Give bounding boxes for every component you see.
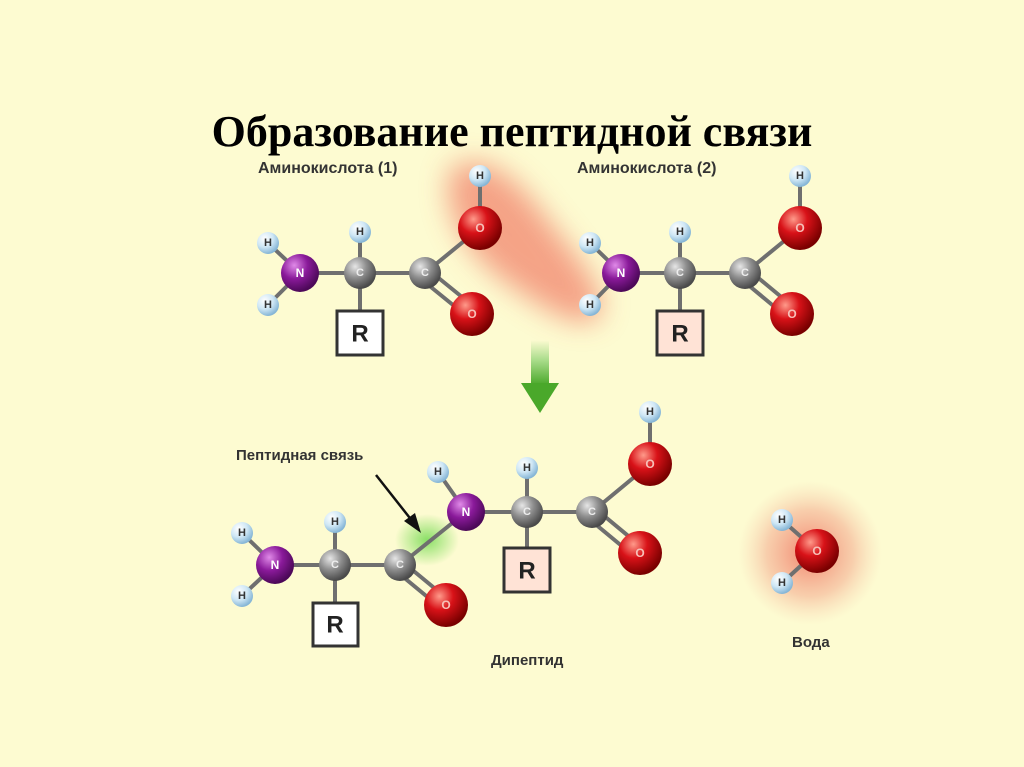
reaction-arrow bbox=[521, 340, 559, 413]
svg-text:H: H bbox=[356, 226, 364, 238]
svg-text:O: O bbox=[645, 457, 654, 471]
svg-text:H: H bbox=[646, 406, 654, 418]
svg-text:C: C bbox=[741, 267, 749, 279]
svg-text:O: O bbox=[635, 546, 644, 560]
svg-text:H: H bbox=[778, 577, 786, 589]
svg-text:N: N bbox=[617, 266, 626, 280]
water-molecule: O H H bbox=[771, 509, 839, 594]
svg-text:H: H bbox=[238, 590, 246, 602]
amino-acid-1: R H H H N C C O O H bbox=[257, 165, 502, 357]
svg-text:O: O bbox=[441, 598, 450, 612]
r-group-box bbox=[311, 601, 360, 648]
svg-text:C: C bbox=[523, 506, 531, 518]
slide-title: Образование пептидной связи bbox=[211, 107, 813, 156]
dipeptide: R R H H H N C C O H N H C C O O H bbox=[231, 401, 672, 648]
r-group-box bbox=[502, 546, 552, 594]
svg-text:H: H bbox=[434, 466, 442, 478]
svg-text:R: R bbox=[518, 558, 535, 585]
peptide-bond-pointer bbox=[375, 474, 421, 533]
svg-text:O: O bbox=[467, 307, 476, 321]
peptide-bond-highlight bbox=[395, 514, 459, 566]
amino-acid-2: R H H H N C C O O H bbox=[579, 165, 822, 357]
svg-text:O: O bbox=[787, 307, 796, 321]
amino-acid-1-label: Аминокислота (1) bbox=[258, 160, 397, 177]
svg-text:H: H bbox=[331, 516, 339, 528]
svg-text:O: O bbox=[812, 544, 821, 558]
svg-text:O: O bbox=[475, 221, 484, 235]
svg-text:H: H bbox=[523, 462, 531, 474]
svg-text:H: H bbox=[586, 299, 594, 311]
svg-text:N: N bbox=[296, 266, 305, 280]
svg-text:H: H bbox=[778, 514, 786, 526]
r-group-box bbox=[655, 309, 705, 357]
svg-text:H: H bbox=[586, 237, 594, 249]
svg-text:C: C bbox=[588, 506, 596, 518]
svg-text:H: H bbox=[676, 226, 684, 238]
svg-text:H: H bbox=[476, 170, 484, 182]
svg-text:R: R bbox=[351, 321, 368, 348]
svg-text:C: C bbox=[356, 267, 364, 279]
svg-text:N: N bbox=[271, 558, 280, 572]
water-label: Вода bbox=[792, 634, 830, 651]
removed-water-highlight bbox=[448, 162, 602, 323]
svg-text:H: H bbox=[238, 527, 246, 539]
svg-text:R: R bbox=[326, 612, 343, 639]
svg-text:N: N bbox=[462, 505, 471, 519]
amino-acid-2-label: Аминокислота (2) bbox=[577, 160, 716, 177]
svg-text:O: O bbox=[795, 221, 804, 235]
svg-text:C: C bbox=[676, 267, 684, 279]
svg-text:H: H bbox=[796, 170, 804, 182]
svg-text:C: C bbox=[396, 559, 404, 571]
svg-text:C: C bbox=[421, 267, 429, 279]
svg-text:H: H bbox=[264, 237, 272, 249]
dipeptide-label: Дипептид bbox=[491, 652, 564, 669]
svg-text:C: C bbox=[331, 559, 339, 571]
peptide-bond-label: Пептидная связь bbox=[236, 447, 363, 464]
svg-text:H: H bbox=[264, 299, 272, 311]
svg-text:R: R bbox=[671, 321, 688, 348]
r-group-box bbox=[335, 309, 385, 357]
